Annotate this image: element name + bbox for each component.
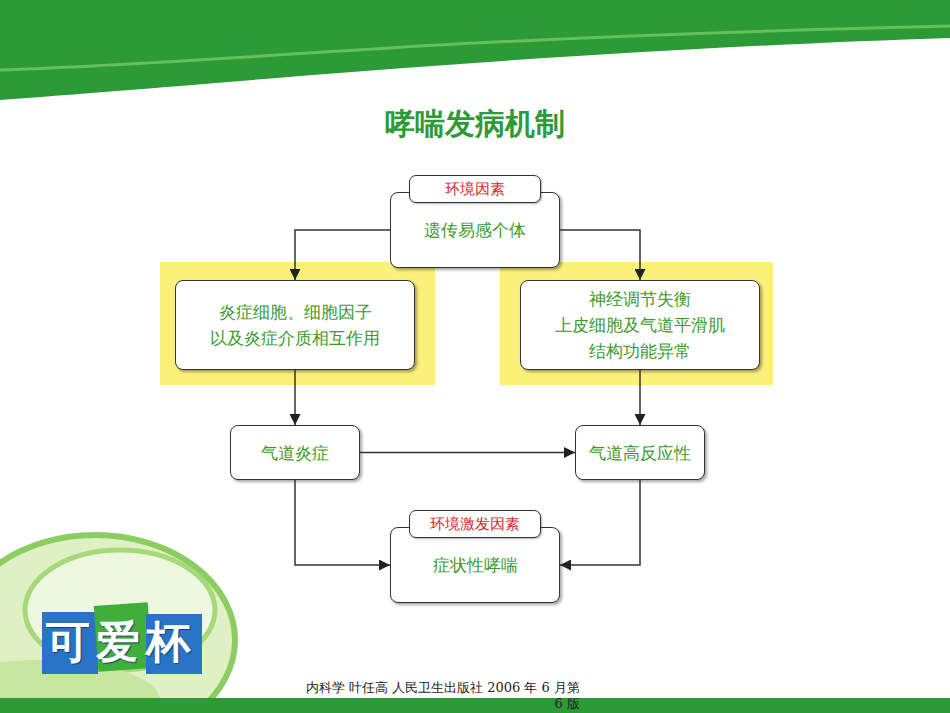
process-box: 气道高反应性 [575,425,705,480]
box-body: 气道高反应性 [576,426,704,479]
source-note: 内科学 叶任高 人民卫生出版社 2006 年 6 月第 6 版 [300,680,580,712]
highlight-band [500,262,773,385]
process-box: 环境激发因素症状性哮喘 [390,527,560,603]
process-box: 环境因素遗传易感个体 [390,192,560,268]
box-text: 遗传易感个体 [424,217,526,243]
box-body: 症状性哮喘 [391,528,559,602]
box-body: 神经调节失衡 上皮细胞及气道平滑肌 结构功能异常 [521,281,759,369]
flow-arrow [560,230,640,280]
flow-arrow [295,480,390,565]
heading-tab: 环境因素 [409,175,541,203]
process-box: 神经调节失衡 上皮细胞及气道平滑肌 结构功能异常 [520,280,760,370]
flow-arrow [295,230,390,280]
process-box: 炎症细胞、细胞因子 以及炎症介质相互作用 [175,280,415,370]
top-wave-highlight [0,26,950,70]
flow-arrow [360,452,575,454]
heading-tab: 环境激发因素 [409,510,541,538]
box-text: 气道高反应性 [589,440,691,466]
logo-text: 可爱杯 [46,614,206,670]
box-body: 气道炎症 [231,426,359,479]
bottom-band [0,698,950,713]
box-text: 症状性哮喘 [433,552,518,578]
diagram-title: 哮喘发病机制 [0,104,950,145]
box-body: 炎症细胞、细胞因子 以及炎症介质相互作用 [176,281,414,369]
process-box: 气道炎症 [230,425,360,480]
box-body: 遗传易感个体 [391,193,559,267]
box-text: 炎症细胞、细胞因子 以及炎症介质相互作用 [194,299,396,351]
box-text: 气道炎症 [261,440,329,466]
flow-arrow [560,480,640,565]
box-text: 神经调节失衡 上皮细胞及气道平滑肌 结构功能异常 [539,286,741,364]
top-wave [0,0,950,100]
flow-arrow [294,370,296,425]
highlight-band [160,262,435,385]
flow-arrow [639,370,641,425]
